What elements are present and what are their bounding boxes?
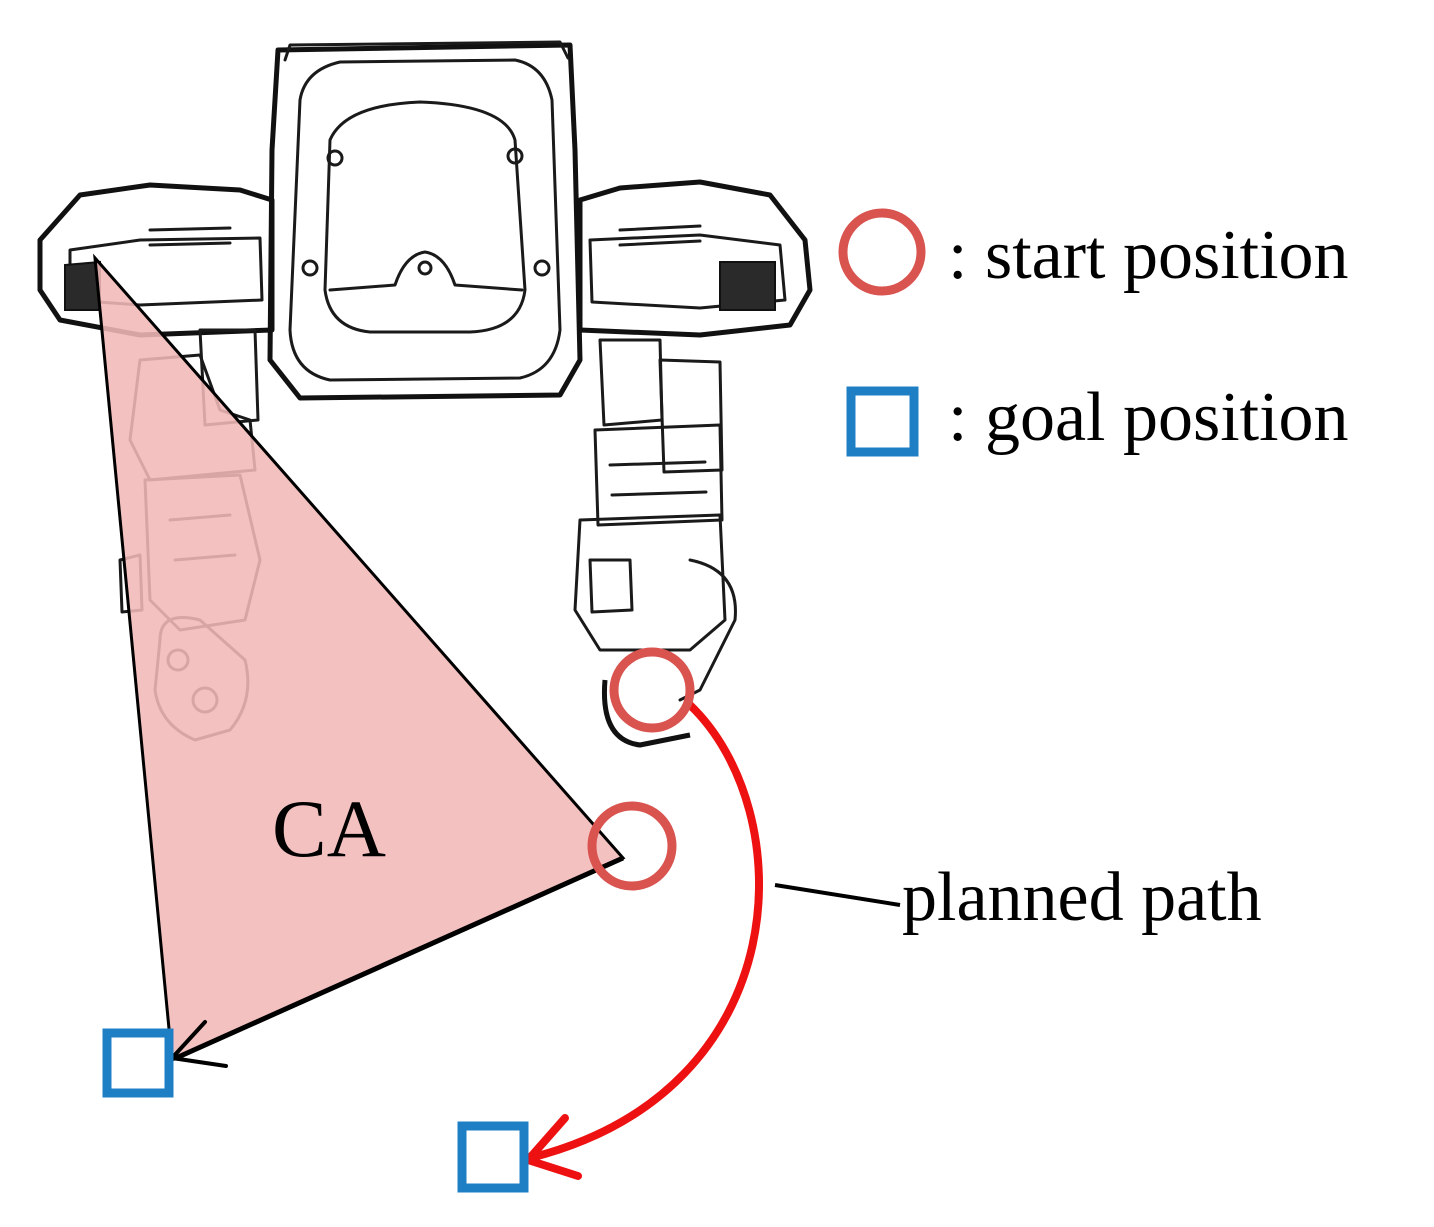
goal-position-marker-2 xyxy=(457,1121,529,1193)
goal-position-marker-1 xyxy=(102,1028,174,1098)
legend-start-label: : start position xyxy=(948,217,1349,294)
ca-label: CA xyxy=(272,783,386,874)
planned-path-label: planned path xyxy=(902,859,1262,936)
start-position-marker-2 xyxy=(587,801,677,891)
legend: : start position : goal position xyxy=(838,208,1349,457)
circle-icon xyxy=(838,208,926,296)
planned-path-leader xyxy=(774,883,901,907)
planned-path-curve xyxy=(526,701,763,1162)
ca-arrow-line xyxy=(174,855,625,1061)
legend-goal-label: : goal position xyxy=(948,379,1349,456)
start-position-marker-1 xyxy=(609,647,695,733)
square-icon xyxy=(846,386,919,457)
